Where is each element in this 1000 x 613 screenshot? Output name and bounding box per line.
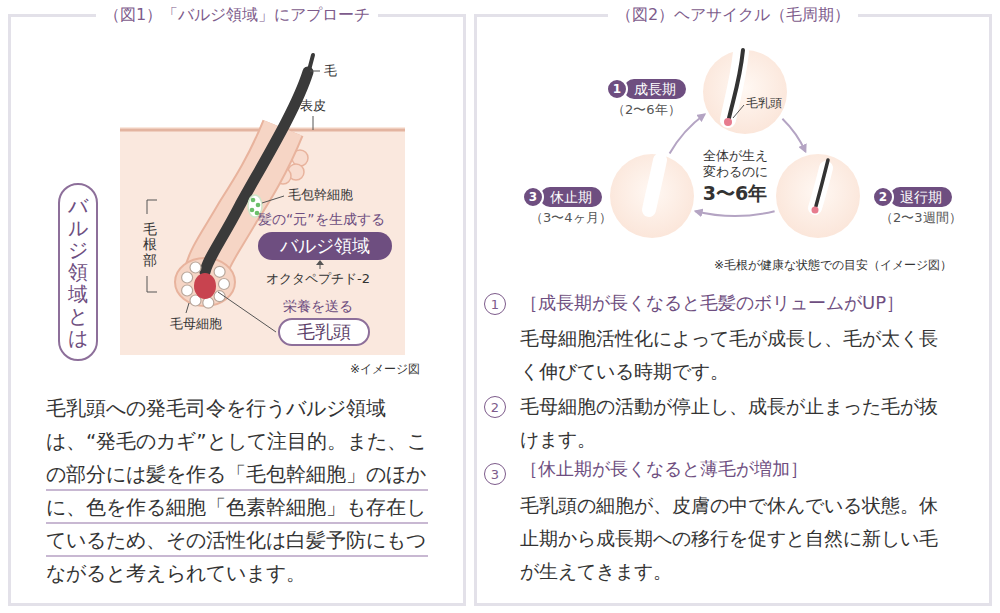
- part-label-wrap: 毛: [324, 63, 337, 80]
- stage-number: 2: [872, 186, 894, 208]
- stage-duration: （3〜4ヶ月）: [530, 210, 612, 226]
- arrow-head: [316, 260, 324, 265]
- list-number: 3: [484, 463, 506, 485]
- body-text-wrap: 毛乳頭への発毛司令を行うバルジ領域は、“発毛のカギ”として注目的。また、この部分…: [46, 392, 428, 590]
- item-heading: ［休止期が長くなると薄毛が増加］: [520, 457, 808, 480]
- part-label: 毛母細胞: [170, 316, 222, 333]
- item-text: 毛乳頭の細胞が、皮膚の中で休んでいる状態。休止期から成長期への移行を促すと自然に…: [520, 489, 952, 588]
- cycle-arrow: [782, 119, 805, 152]
- vertical-heading-box: バルジ領域とは: [58, 183, 98, 361]
- stage-duration-wrap: （2〜6年）: [612, 102, 681, 118]
- stage-duration: （2〜3週間）: [880, 210, 962, 226]
- title-wrap: （図1）「バルジ領域」にアプローチ: [11, 4, 463, 26]
- vertical-part-label-wrap: 毛根部: [143, 222, 157, 268]
- stage-duration-wrap: （3〜4ヶ月）: [530, 210, 612, 226]
- pill-text: バルジ領域: [280, 235, 370, 257]
- item-text-wrap: 毛母細胞の活動が停止し、成長が止まった毛が抜けます。: [520, 390, 952, 456]
- part-label-wrap: 毛母細胞: [170, 316, 222, 333]
- item-text: 毛母細胞の活動が停止し、成長が止まった毛が抜けます。: [520, 390, 952, 456]
- stage-duration: （2〜6年）: [612, 102, 681, 118]
- papilla-label: 毛乳頭: [746, 96, 782, 111]
- stage-name: 退行期: [890, 187, 952, 207]
- figure-panel: （図2）ヘアサイクル（毛周期）1成長期（2〜6年）毛乳頭2退行期（2〜3週間）3…: [474, 14, 992, 606]
- pill-text: 毛乳頭: [297, 321, 351, 343]
- list-number-text: 1: [491, 298, 499, 311]
- part-label-wrap: 毛包幹細胞: [288, 187, 353, 204]
- papilla-label-wrap: 毛乳頭: [746, 96, 782, 111]
- vertical-part-label: 毛根部: [143, 222, 157, 268]
- cycle-stage-circle: 2退行期（2〜3週間）: [776, 154, 860, 238]
- vertical-heading: バルジ領域とは: [68, 195, 88, 349]
- note-wrap: ※イメージ図: [350, 362, 420, 378]
- pill-heading-wrap: 栄養を送る: [283, 297, 353, 315]
- panel-title: （図1）「バルジ領域」にアプローチ: [96, 4, 378, 26]
- bulge-region-pill: 髪の“元”を生成するバルジ領域: [258, 232, 392, 260]
- stage-badge: 1成長期: [606, 78, 686, 100]
- part-label: オクタペプチド-2: [266, 271, 370, 288]
- pill-heading: 髪の“元”を生成する: [258, 210, 385, 228]
- part-label: 毛包幹細胞: [288, 187, 353, 204]
- stage-name: 成長期: [624, 79, 686, 99]
- pill-heading-wrap: 髪の“元”を生成する: [258, 210, 385, 228]
- papilla-pill: 栄養を送る毛乳頭: [278, 318, 370, 346]
- cycle-arrow: [670, 114, 705, 153]
- pill-heading: 栄養を送る: [283, 297, 353, 315]
- item-text-wrap: 毛乳頭の細胞が、皮膚の中で休んでいる状態。休止期から成長期への移行を促すと自然に…: [520, 489, 952, 588]
- part-label: 毛: [324, 63, 337, 80]
- title-wrap: （図2）ヘアサイクル（毛周期）: [477, 4, 989, 26]
- center-caption-wrap: 全体が生え 変わるのに: [699, 148, 771, 180]
- part-label-wrap: オクタペプチド-2: [266, 271, 370, 288]
- center-caption: 全体が生え 変わるのに: [699, 148, 771, 180]
- item-text-wrap: 毛母細胞活性化によって毛が成長し、毛が太く長く伸びている時期です。: [520, 322, 952, 388]
- cycle-stage-circle: 3休止期（3〜4ヶ月）: [610, 154, 694, 238]
- item-heading-wrap: ［成長期が長くなると毛髪のボリュームがUP］: [520, 291, 904, 314]
- cycle-arrow: [695, 211, 774, 216]
- list-number: 2: [484, 396, 506, 418]
- follicle-illustration: [120, 55, 405, 355]
- body-text: 毛乳頭への発毛司令を行うバルジ領域は、“発毛のカギ”として注目的。また、この部分…: [46, 392, 428, 590]
- part-label: 表皮: [300, 98, 326, 115]
- list-number-text: 2: [491, 401, 499, 414]
- panel-title: （図2）ヘアサイクル（毛周期）: [608, 4, 858, 26]
- note: ※イメージ図: [350, 362, 420, 378]
- center-value: 3〜6年: [699, 181, 771, 206]
- note: ※毛根が健康な状態での目安（イメージ図）: [714, 258, 952, 274]
- stage-badge: 3休止期: [522, 186, 602, 208]
- stage-badge: 2退行期: [872, 186, 952, 208]
- list-number: 1: [484, 293, 506, 315]
- item-heading: ［成長期が長くなると毛髪のボリュームがUP］: [520, 291, 904, 314]
- cycle-stage-circle: 1成長期（2〜6年）毛乳頭: [703, 50, 787, 134]
- list-number-text: 3: [491, 468, 499, 481]
- item-text: 毛母細胞活性化によって毛が成長し、毛が太く長く伸びている時期です。: [520, 322, 952, 388]
- note-wrap: ※毛根が健康な状態での目安（イメージ図）: [714, 258, 952, 274]
- cycle-illustration: [610, 50, 860, 238]
- part-label-wrap: 表皮: [300, 98, 326, 115]
- figure-panel: （図1）「バルジ領域」にアプローチバルジ領域とは髪の“元”を生成するバルジ領域栄…: [8, 14, 466, 606]
- stage-number: 3: [522, 186, 544, 208]
- item-heading-wrap: ［休止期が長くなると薄毛が増加］: [520, 457, 808, 480]
- center-value-wrap: 3〜6年: [699, 181, 771, 206]
- stage-duration-wrap: （2〜3週間）: [880, 210, 962, 226]
- stage-name: 休止期: [540, 187, 602, 207]
- stage-number: 1: [606, 78, 628, 100]
